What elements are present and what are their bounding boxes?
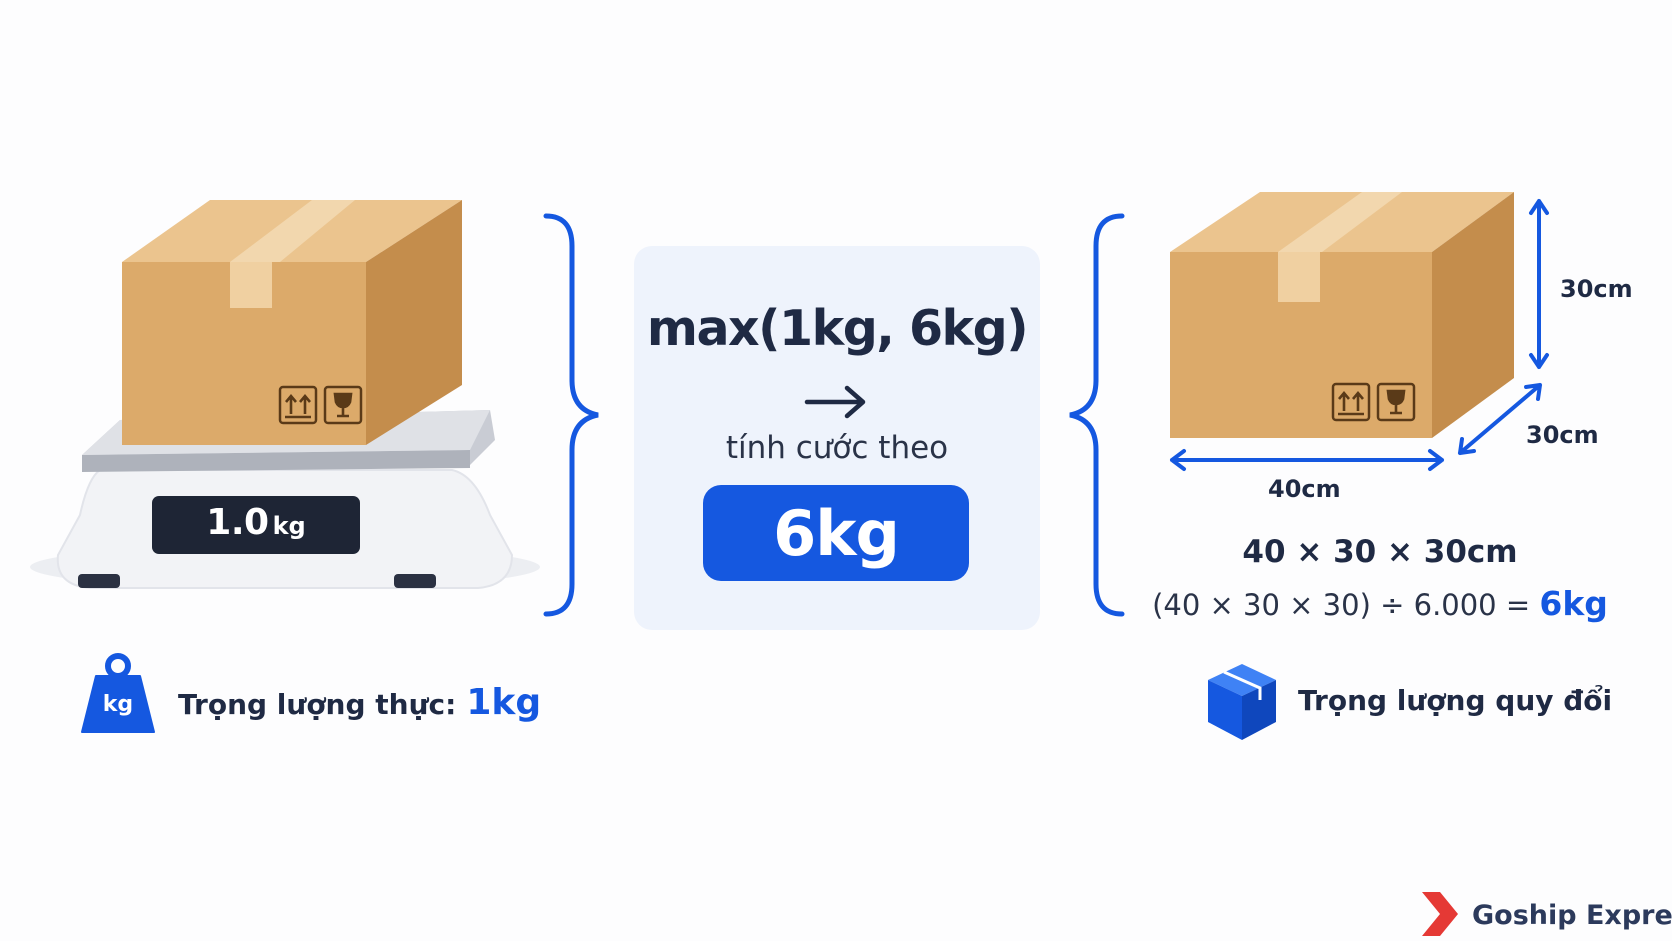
dimension-arrows [1170,199,1549,471]
result-weight: 6kg [703,485,969,581]
brand-name: Goship Express [1472,900,1672,931]
scale-display-unit: kg [272,512,306,540]
brand-chevron-icon [1422,892,1458,936]
actual-weight-label: Trọng lượng thực: 1kg [178,682,541,723]
fragile-icon [1376,382,1416,422]
width-arrow [1170,449,1444,471]
max-formula: max(1kg, 6kg) [646,300,1029,357]
height-label: 30cm [1560,275,1633,303]
arrow-right-icon [804,385,866,419]
scale-display-value: 1.0 [206,502,269,543]
actual-weight-value: 1kg [466,682,542,723]
this-way-up-icon [1331,382,1371,422]
volumetric-calculation: (40 × 30 × 30) ÷ 6.000 = 6kg [1140,584,1620,623]
width-label: 40cm [1268,475,1341,503]
charge-label: tính cước theo [725,430,949,466]
actual-weight-text: Trọng lượng thực: [178,688,457,721]
brace-right [543,213,599,617]
weight-icon: kg [80,652,156,736]
weight-icon-text: kg [102,692,134,717]
calculation-expression: (40 × 30 × 30) ÷ 6.000 = [1152,588,1531,622]
this-way-up-icon [278,385,318,425]
volumetric-weight-label: Trọng lượng quy đổi [1298,684,1613,717]
depth-arrow [1458,383,1542,455]
dimensions-text: 40 × 30 × 30cm [1242,534,1518,570]
calculation-result: 6kg [1539,584,1608,623]
brace-left [1069,213,1125,617]
scale-display: 1.0 kg [152,496,360,554]
box-icon [1208,664,1276,740]
fragile-icon [323,385,363,425]
depth-label: 30cm [1526,421,1599,449]
dimensioned-box-illustration [1170,192,1514,438]
height-arrow [1529,199,1549,369]
